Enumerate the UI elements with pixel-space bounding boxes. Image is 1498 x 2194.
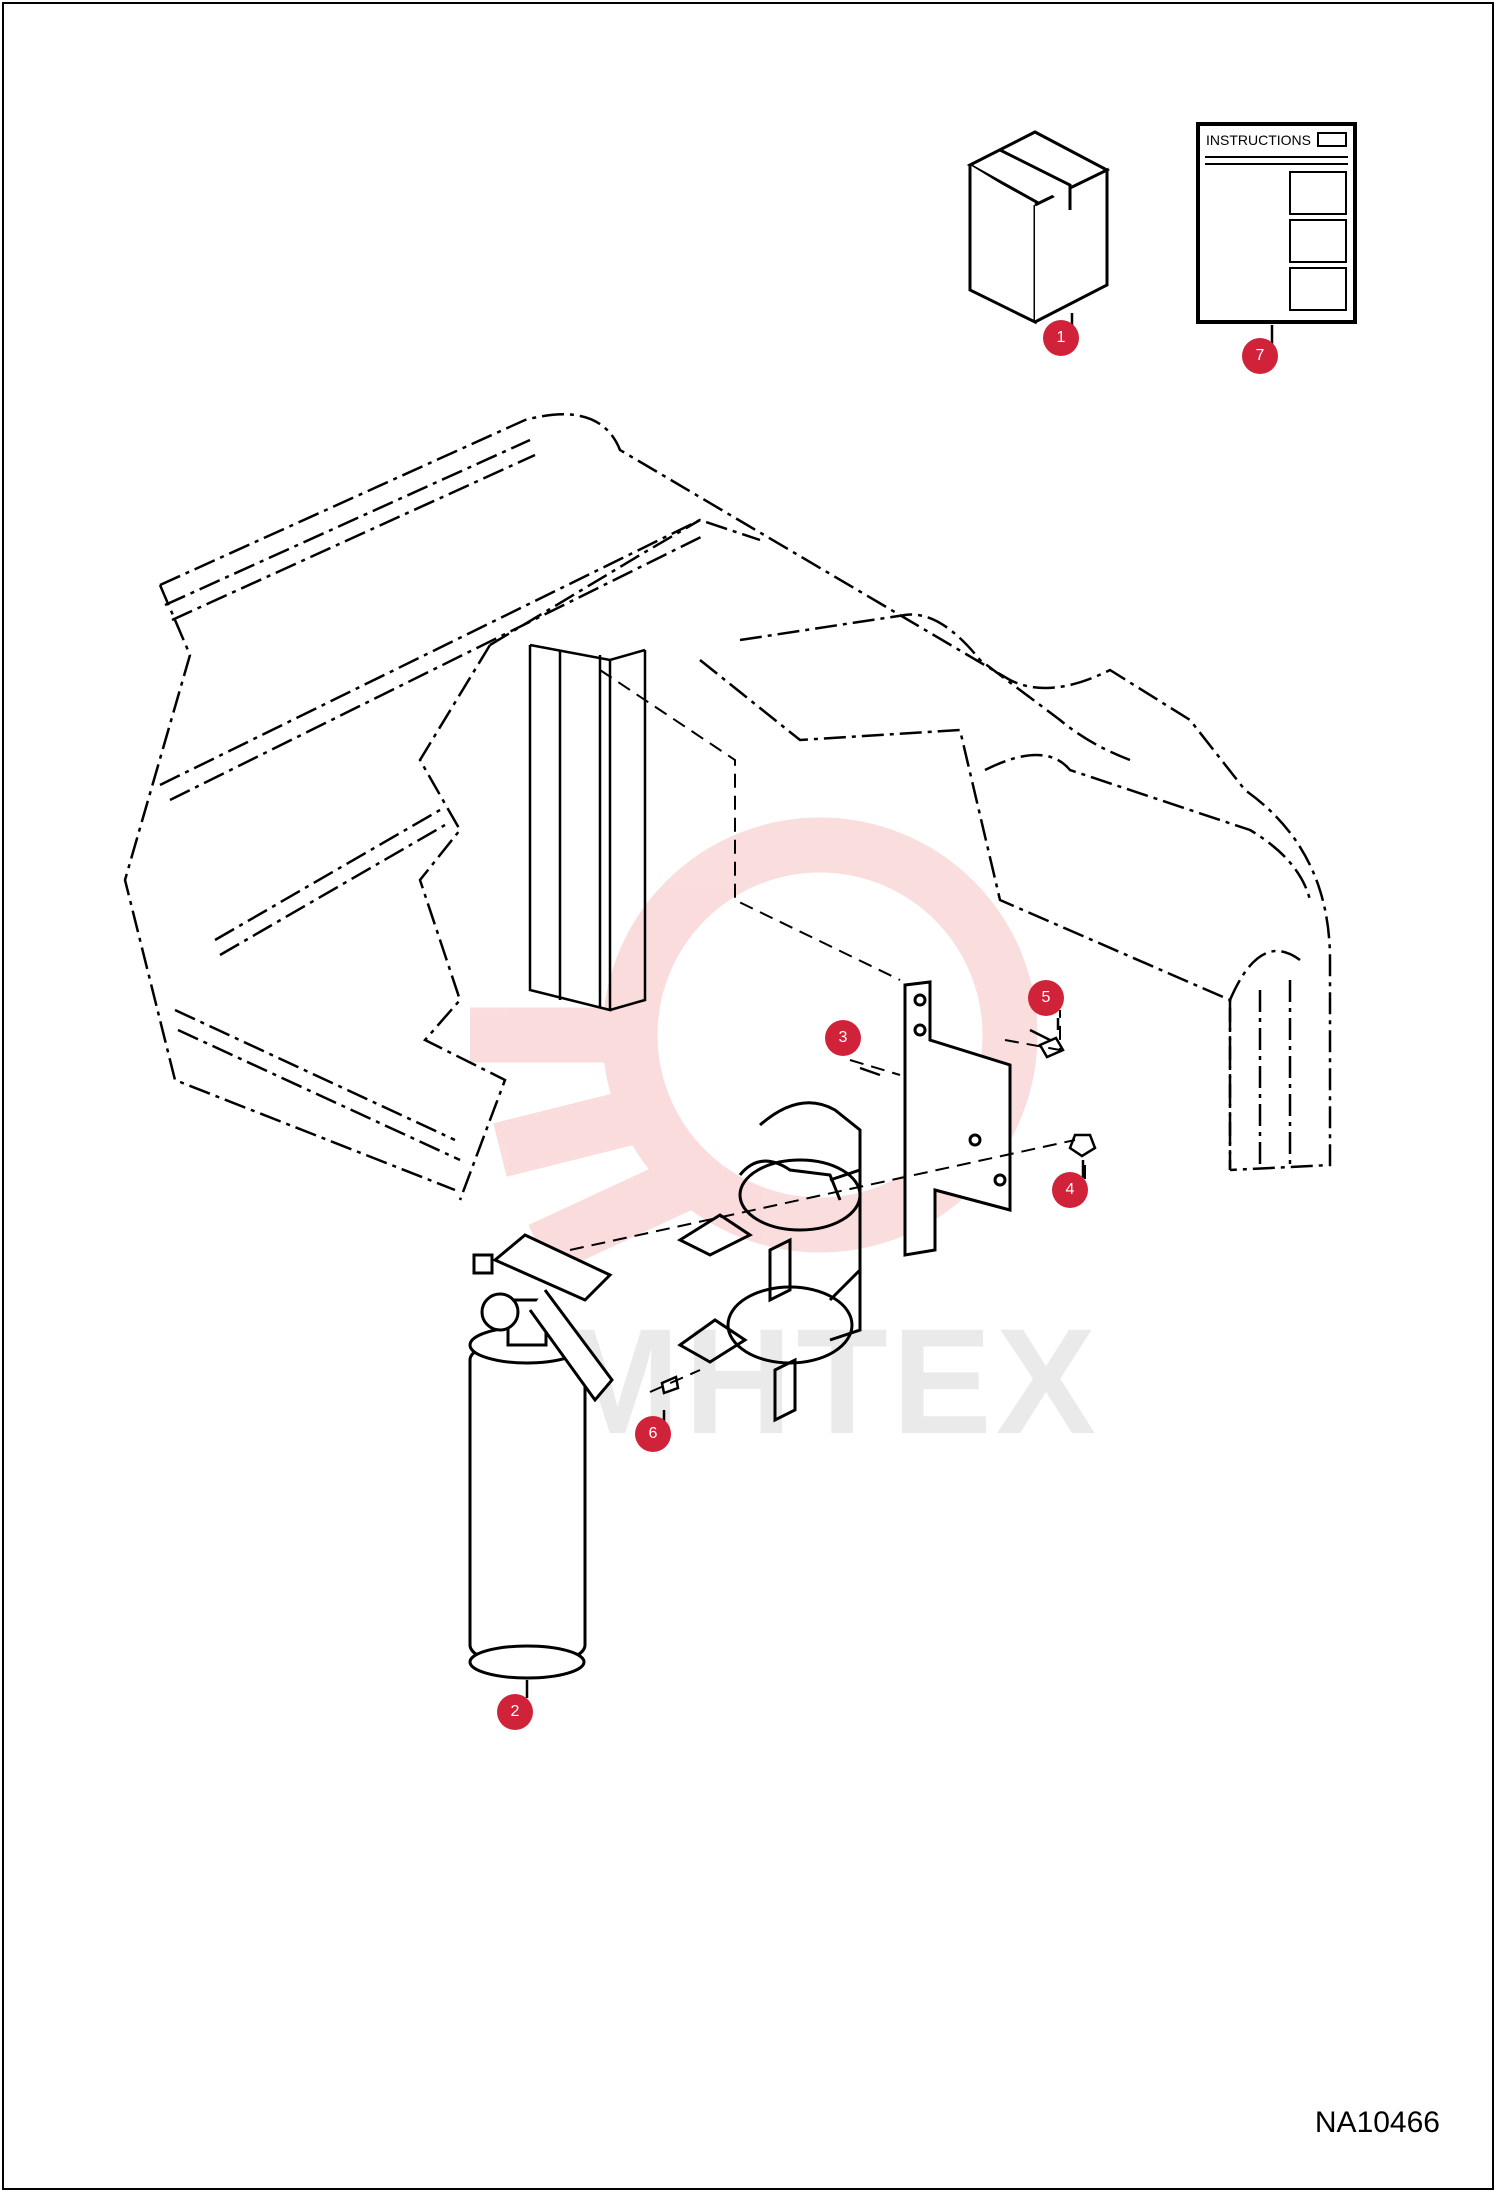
callout-3: 3 — [825, 1020, 861, 1056]
fire-extinguisher-part — [468, 1233, 614, 1680]
callout-5: 5 — [1028, 980, 1064, 1016]
mounting-post — [528, 643, 647, 1012]
clamp-straps — [676, 1101, 862, 1423]
callout-1: 1 — [1043, 320, 1079, 356]
machine-outline — [123, 413, 1332, 1201]
callout-2: 2 — [497, 1694, 533, 1730]
instruction-sheet — [1196, 122, 1357, 324]
bracket-part — [903, 980, 1012, 1257]
box-part — [966, 130, 1111, 325]
document-id: NA10466 — [1314, 2106, 1440, 2139]
callout-7: 7 — [1242, 338, 1278, 374]
watermark-logo — [470, 817, 1038, 1275]
instructions-label: INSTRUCTIONS — [1206, 132, 1311, 148]
assembly-lines — [569, 669, 1086, 1393]
callout-6: 6 — [635, 1416, 671, 1452]
callout-4: 4 — [1052, 1172, 1088, 1208]
